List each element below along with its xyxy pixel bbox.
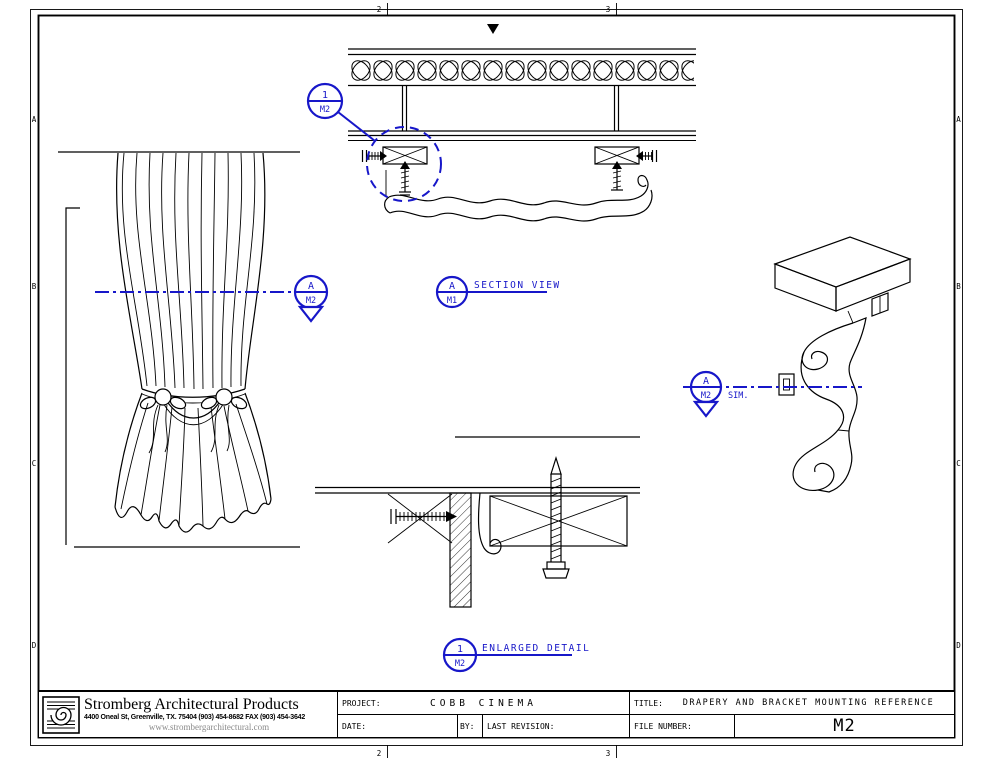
section-arrow [297,305,325,323]
drapery-elevation-drawing: A M2 [58,151,329,548]
zone-letter: B [32,282,37,291]
callout-sheet: M2 [701,391,711,401]
wall-stud-section [449,492,472,608]
sim-label: SIM. [728,391,748,401]
tieback-rosette [154,388,172,406]
file-number-value-cell: M2 [735,715,954,737]
title-value: DRAPERY AND BRACKET MOUNTING REFERENCE [682,698,935,708]
project-label: PROJECT: [342,698,381,708]
callout-sheet: M2 [320,105,330,115]
insulation-batt [350,56,694,85]
file-number-cell: FILE NUMBER: [630,715,735,737]
wall-edge [65,207,80,545]
center-match-mark [487,24,499,34]
title-block: Stromberg Architectural Products 4400 On… [39,690,954,737]
by-cell: BY: [458,715,483,737]
last-revision-cell: LAST REVISION: [483,715,630,737]
drapery-rod-swag [384,170,653,222]
section-cut-drapery: A M2 [95,274,329,323]
enlarged-detail-callout: 1 M2 ENLARGED DETAIL [442,637,590,673]
sheet-border: 2 3 2 3 A B C D A B C D [30,3,963,758]
callout-sheet: M1 [447,296,457,306]
lag-screw-horizontal [390,509,457,524]
zone-letter: D [956,641,961,650]
callout-number: A [703,376,709,387]
tieback-rosette [215,388,233,406]
callout-sheet: M2 [306,296,316,306]
zone-letter: D [32,641,37,650]
last-revision-label: LAST REVISION: [487,721,555,731]
date-cell: DATE: [338,715,458,737]
company-logo [42,695,80,734]
title-cell: TITLE: DRAPERY AND BRACKET MOUNTING REFE… [630,692,954,714]
leader-line [337,111,376,142]
section-view-callout: A M1 SECTION VIEW [435,275,561,309]
ceiling-section-drawing: 1 M2 [306,48,696,222]
bracket-cleat [778,373,795,396]
corbel-back-edge [817,317,867,493]
section-arrow [692,400,720,418]
bracket-isometric-drawing: A M2 SIM. [683,236,912,493]
zone-letter: B [956,282,961,291]
file-number-label: FILE NUMBER: [634,721,692,731]
company-cell: Stromberg Architectural Products 4400 On… [39,692,338,737]
zone-number: 3 [606,5,611,14]
view-label: ENLARGED DETAIL [482,643,590,654]
zone-letter: A [32,115,37,124]
drapery-tieback [139,388,248,454]
date-label: DATE: [342,721,367,731]
project-value: COBB CINEMA [430,697,537,709]
company-address: 4400 Oneal St, Greenville, TX. 75404 (90… [84,714,306,721]
mounting-bracket-left [361,146,428,196]
spiral-logo-mark [50,706,72,726]
corbel-profile [792,351,845,491]
zone-letter: A [956,115,961,124]
mounting-screw-vertical [542,455,570,579]
detail-dashed-circle [366,126,442,202]
project-cell: PROJECT: COBB CINEMA [338,692,630,714]
zone-number: 3 [606,749,611,758]
callout-number: A [449,281,455,292]
by-label: BY: [460,721,475,731]
detail-callout-bracket: 1 M2 [306,82,442,202]
drapery-hem [114,498,272,533]
callout-sheet: M2 [455,659,465,669]
callout-number: 1 [457,644,463,655]
view-label: SECTION VIEW [474,280,561,291]
section-cut-sim: A M2 SIM. [683,370,862,418]
mounting-bracket-right [594,146,658,191]
rod-hook [477,492,502,555]
bracket-section-box [489,495,628,547]
zone-number: 2 [377,749,382,758]
company-website[interactable]: www.strombergarchitectural.com [148,722,270,732]
zone-number: 2 [377,5,382,14]
zone-letter: C [32,459,37,468]
enlarged-detail-drawing: 1 M2 ENLARGED DETAIL [315,436,640,673]
company-name: Stromberg Architectural Products [84,696,299,713]
callout-number: A [308,281,314,292]
callout-number: 1 [322,90,328,101]
title-block-fields: PROJECT: COBB CINEMA TITLE: DRAPERY AND … [338,692,954,737]
file-number-value: M2 [833,716,856,736]
zone-letter: C [956,459,961,468]
title-label: TITLE: [634,698,663,708]
corbel-top-scroll [801,322,854,371]
